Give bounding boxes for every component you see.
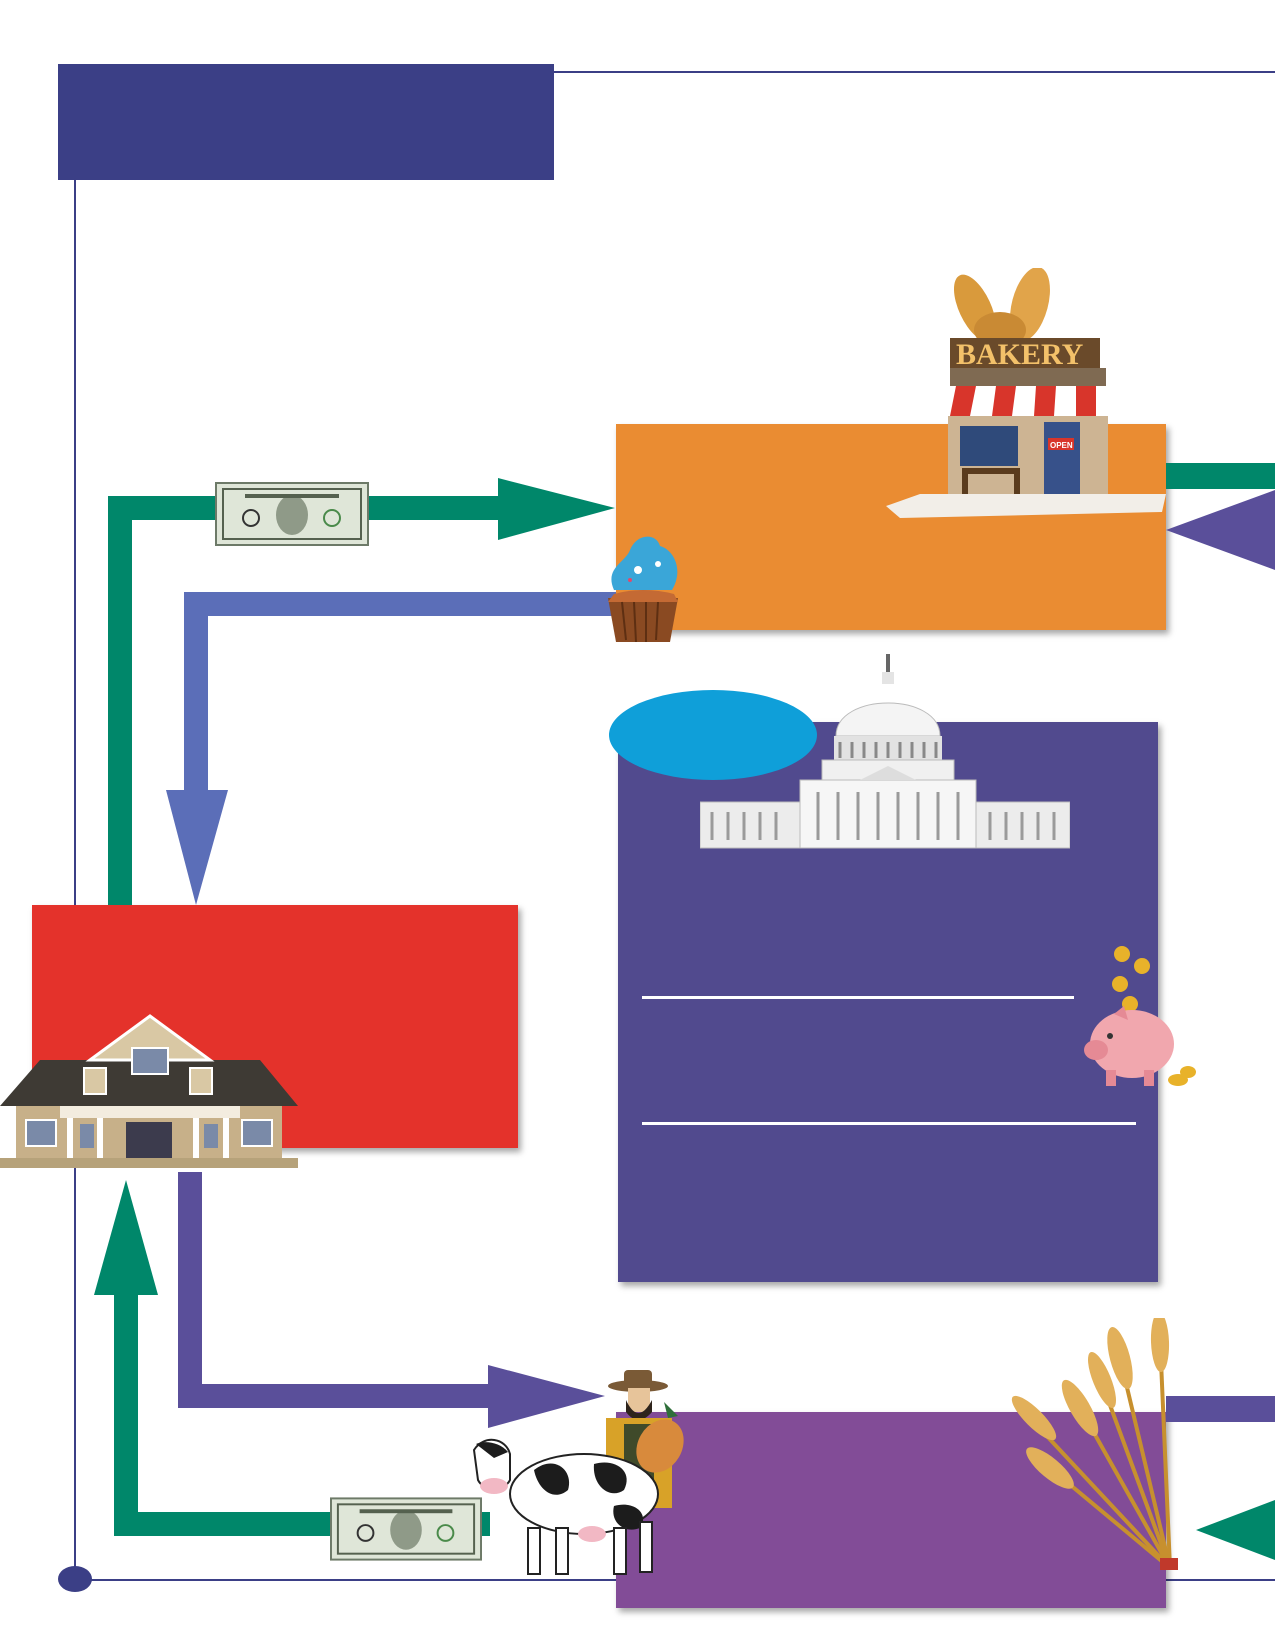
goods-to-household-arrow xyxy=(184,592,616,800)
money-to-business-arrow xyxy=(108,496,520,905)
money-to-business-arrowhead xyxy=(498,478,615,540)
business-inflow-arrowhead xyxy=(1166,490,1275,570)
bakery-icon: BAKERY OPEN xyxy=(886,268,1166,518)
resources-to-farm-arrowhead xyxy=(488,1365,605,1428)
capitol-icon xyxy=(700,654,1070,849)
government-divider-1 xyxy=(642,996,1074,999)
open-sign-text: OPEN xyxy=(1050,441,1073,450)
farm-outflow-bar xyxy=(1166,1396,1275,1422)
dollar-bill-icon xyxy=(215,482,369,546)
business-outflow-bar xyxy=(1166,463,1275,489)
piggy-bank-icon xyxy=(1084,946,1196,1086)
bakery-sign-text: BAKERY xyxy=(956,338,1084,371)
wheat-icon xyxy=(1011,1318,1178,1570)
frame-corner-dot xyxy=(58,1566,92,1592)
dollar-bill-icon xyxy=(330,1497,482,1561)
cow-icon xyxy=(472,1439,659,1575)
goods-to-household-arrowhead xyxy=(166,790,228,905)
house-icon xyxy=(0,1014,298,1168)
farm-box xyxy=(616,1412,1166,1608)
title-banner xyxy=(58,64,554,180)
cupcake-icon xyxy=(608,536,678,643)
income-to-household-arrowhead xyxy=(94,1180,158,1295)
resources-to-farm-arrow xyxy=(178,1172,500,1408)
farm-inflow-arrowhead xyxy=(1196,1500,1275,1560)
government-divider-2 xyxy=(642,1122,1136,1125)
government-badge xyxy=(609,690,817,780)
